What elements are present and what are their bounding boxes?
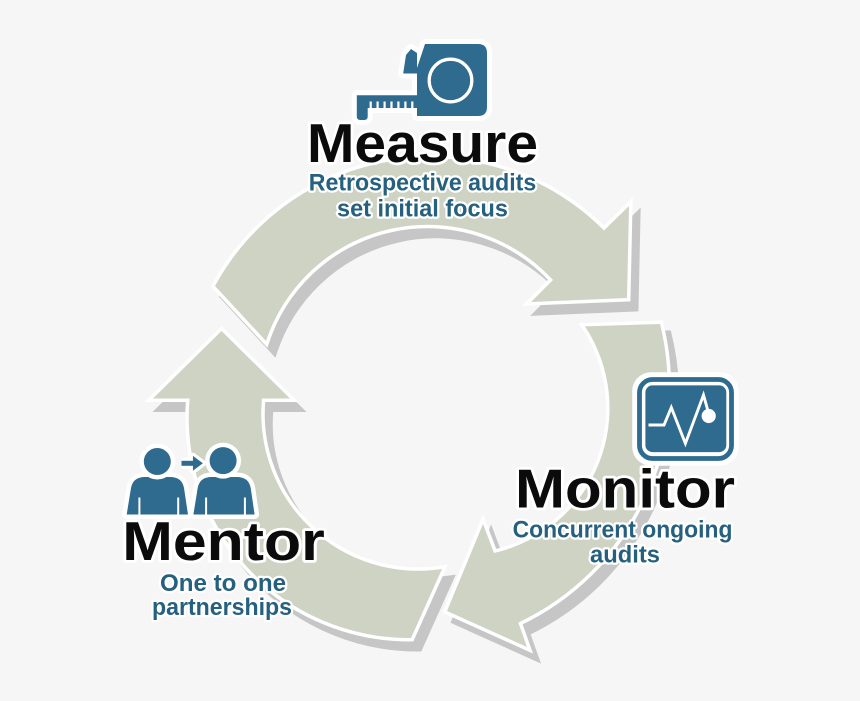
svg-text:Mentor: Mentor [122,512,324,573]
svg-text:audits: audits [590,541,660,568]
svg-text:partnerships: partnerships [152,594,292,620]
svg-text:set initial focus: set initial focus [337,196,508,222]
svg-text:Monitor: Monitor [515,459,735,520]
svg-text:Measure: Measure [307,112,538,174]
svg-text:Concurrent ongoing: Concurrent ongoing [513,516,733,543]
svg-text:One to one: One to one [160,570,286,597]
svg-text:Retrospective audits: Retrospective audits [309,169,536,195]
